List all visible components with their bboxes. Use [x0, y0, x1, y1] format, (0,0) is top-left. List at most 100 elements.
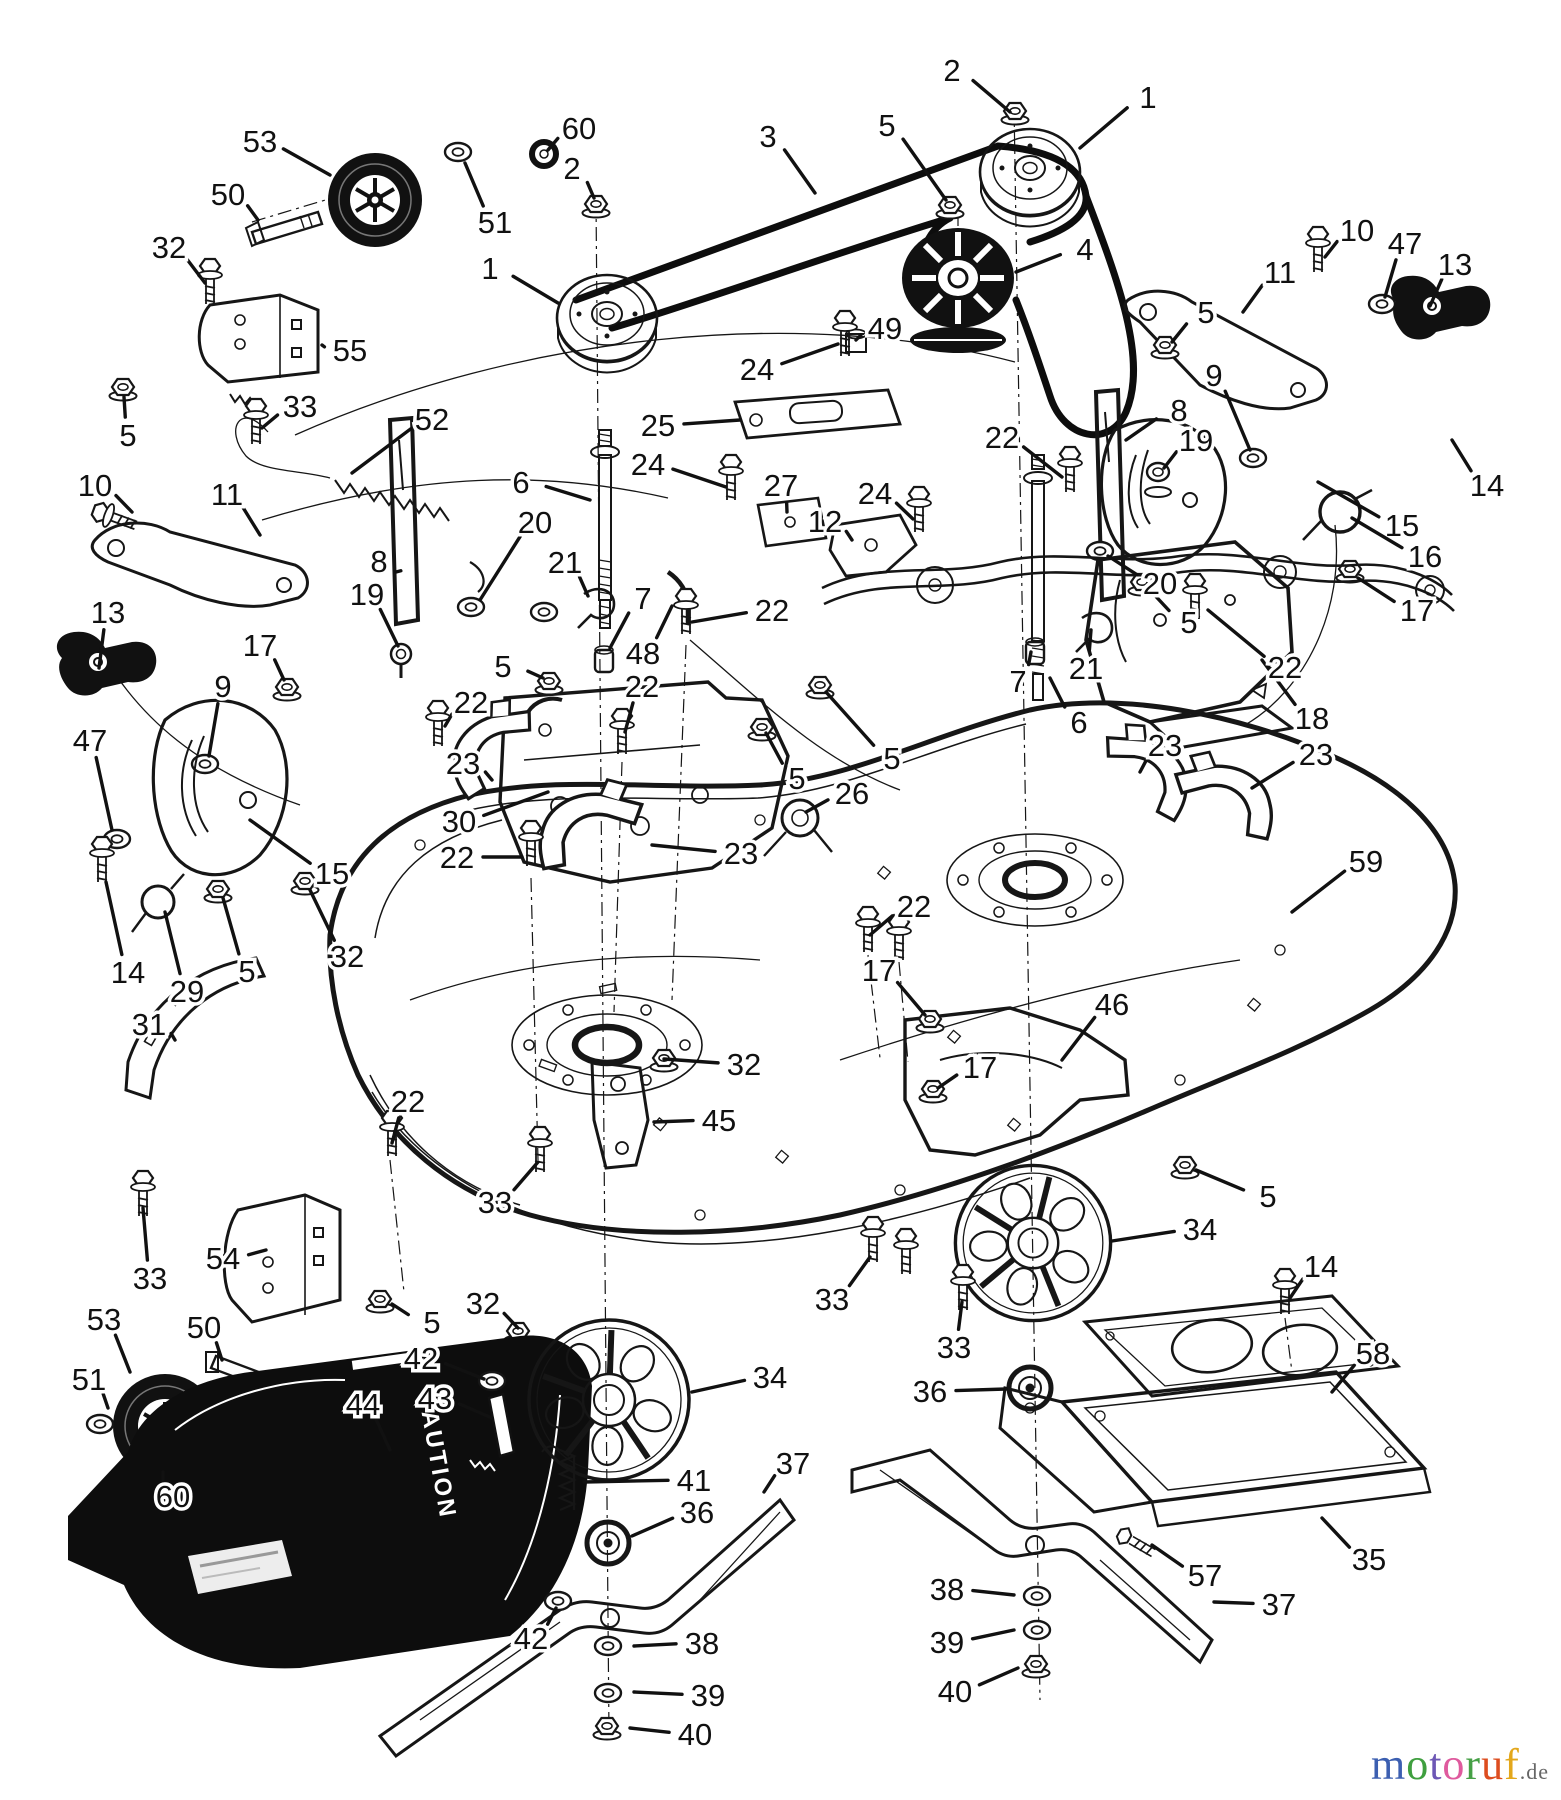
spring-clip-29	[131, 873, 185, 933]
stone-guard-31	[124, 956, 267, 1100]
screw-57	[1115, 1527, 1156, 1558]
shoulder-bolt-19-right	[1144, 461, 1172, 498]
leader-line	[94, 755, 114, 832]
flange-bolt	[526, 1125, 554, 1174]
leader-line	[824, 690, 876, 747]
washer	[443, 141, 473, 163]
part-number-22: 22	[454, 685, 488, 720]
part-number-31: 31	[132, 1007, 166, 1042]
leader-line	[662, 1057, 720, 1065]
washer	[593, 1635, 623, 1657]
part-number-9: 9	[214, 669, 231, 704]
lift-arm-11	[90, 521, 309, 608]
left-spindle-stack	[377, 1318, 797, 1759]
leader-line	[690, 1378, 747, 1394]
part-number-1: 1	[481, 251, 498, 286]
part-number-10: 10	[1340, 213, 1374, 248]
washer	[477, 1370, 507, 1392]
part-number-50: 50	[211, 177, 245, 212]
leader-line	[977, 1666, 1020, 1687]
part-number-35: 35	[1352, 1542, 1386, 1577]
chute-latch-pin-43	[469, 1392, 516, 1472]
leader-line	[1290, 869, 1347, 914]
part-number-27: 27	[764, 468, 798, 503]
blade-adapter-left	[527, 1318, 691, 1482]
part-number-30: 30	[442, 804, 476, 839]
leader-line	[782, 148, 817, 195]
part-number-46: 46	[1095, 987, 1129, 1022]
logo-letter: f	[1504, 1740, 1520, 1789]
gauge-wheel-top	[108, 139, 559, 446]
leader-line	[260, 413, 280, 430]
part-number-34: 34	[1183, 1212, 1217, 1247]
flange-bolt	[717, 453, 745, 502]
part-number-37: 37	[1262, 1587, 1296, 1622]
part-number-33: 33	[283, 389, 317, 424]
leader-line	[652, 1118, 695, 1124]
baffle-46	[903, 1006, 1130, 1157]
leader-line	[623, 701, 635, 734]
leader-line	[163, 910, 182, 976]
leader-line	[390, 1116, 401, 1145]
part-number-22: 22	[391, 1084, 425, 1119]
part-number-37: 37	[776, 1446, 810, 1481]
leader-line	[936, 1073, 959, 1090]
part-number-5: 5	[1180, 605, 1197, 640]
leader-line	[281, 147, 332, 177]
bracket-12	[828, 513, 918, 578]
leader-line	[526, 669, 545, 680]
part-number-21: 21	[548, 545, 582, 580]
trail-shield-23	[534, 769, 647, 883]
part-number-41: 41	[677, 1463, 711, 1498]
top-middle-parts	[717, 309, 1084, 578]
axle-bolt	[244, 210, 324, 248]
logo-letter: o	[1442, 1740, 1466, 1789]
leader-line	[511, 274, 560, 305]
wing-knob-13	[56, 631, 157, 696]
flange-bolt	[905, 485, 933, 534]
part-number-43: 43	[418, 1381, 452, 1416]
leader-line	[1170, 322, 1189, 344]
part-number-32: 32	[330, 939, 364, 974]
leader-line	[1110, 1229, 1176, 1243]
part-number-38: 38	[930, 1572, 964, 1607]
leader-line	[308, 888, 336, 942]
leader-line	[248, 818, 312, 865]
leader-line	[221, 896, 241, 956]
leader-line	[545, 1606, 558, 1626]
leader-line	[954, 1387, 1008, 1393]
idler-spring-52	[235, 417, 485, 593]
part-number-11: 11	[1264, 255, 1296, 290]
leader-line	[847, 1255, 872, 1288]
blade-brake-45	[590, 1060, 650, 1170]
mount-box	[998, 1267, 1432, 1558]
part-number-51: 51	[478, 205, 512, 240]
part-number-22: 22	[440, 840, 474, 875]
part-number-5: 5	[494, 649, 511, 684]
part-number-40: 40	[678, 1717, 712, 1752]
leader-line	[245, 204, 260, 222]
washer	[529, 601, 559, 623]
leader-line	[868, 914, 894, 937]
wing-knob-13-right	[1390, 275, 1491, 340]
leader-line	[780, 342, 840, 366]
hex-nut	[1021, 1654, 1051, 1679]
trail-shield-23-right	[1172, 744, 1276, 850]
part-number-44: 44	[346, 1387, 380, 1422]
leader-line	[1194, 1168, 1246, 1192]
part-number-50: 50	[187, 1310, 221, 1345]
leader-line	[97, 628, 106, 670]
leader-line	[207, 701, 220, 758]
part-number-55: 55	[333, 333, 367, 368]
part-number-19: 19	[350, 577, 384, 612]
leader-line	[956, 1300, 964, 1331]
leader-line	[1350, 516, 1404, 550]
leader-line	[1162, 450, 1179, 470]
leader-line	[1124, 417, 1159, 442]
blade-left	[377, 1497, 797, 1759]
right-linkage	[821, 225, 1491, 850]
leader-line	[671, 467, 728, 489]
leader-line	[546, 136, 560, 152]
part-number-17: 17	[963, 1050, 997, 1085]
